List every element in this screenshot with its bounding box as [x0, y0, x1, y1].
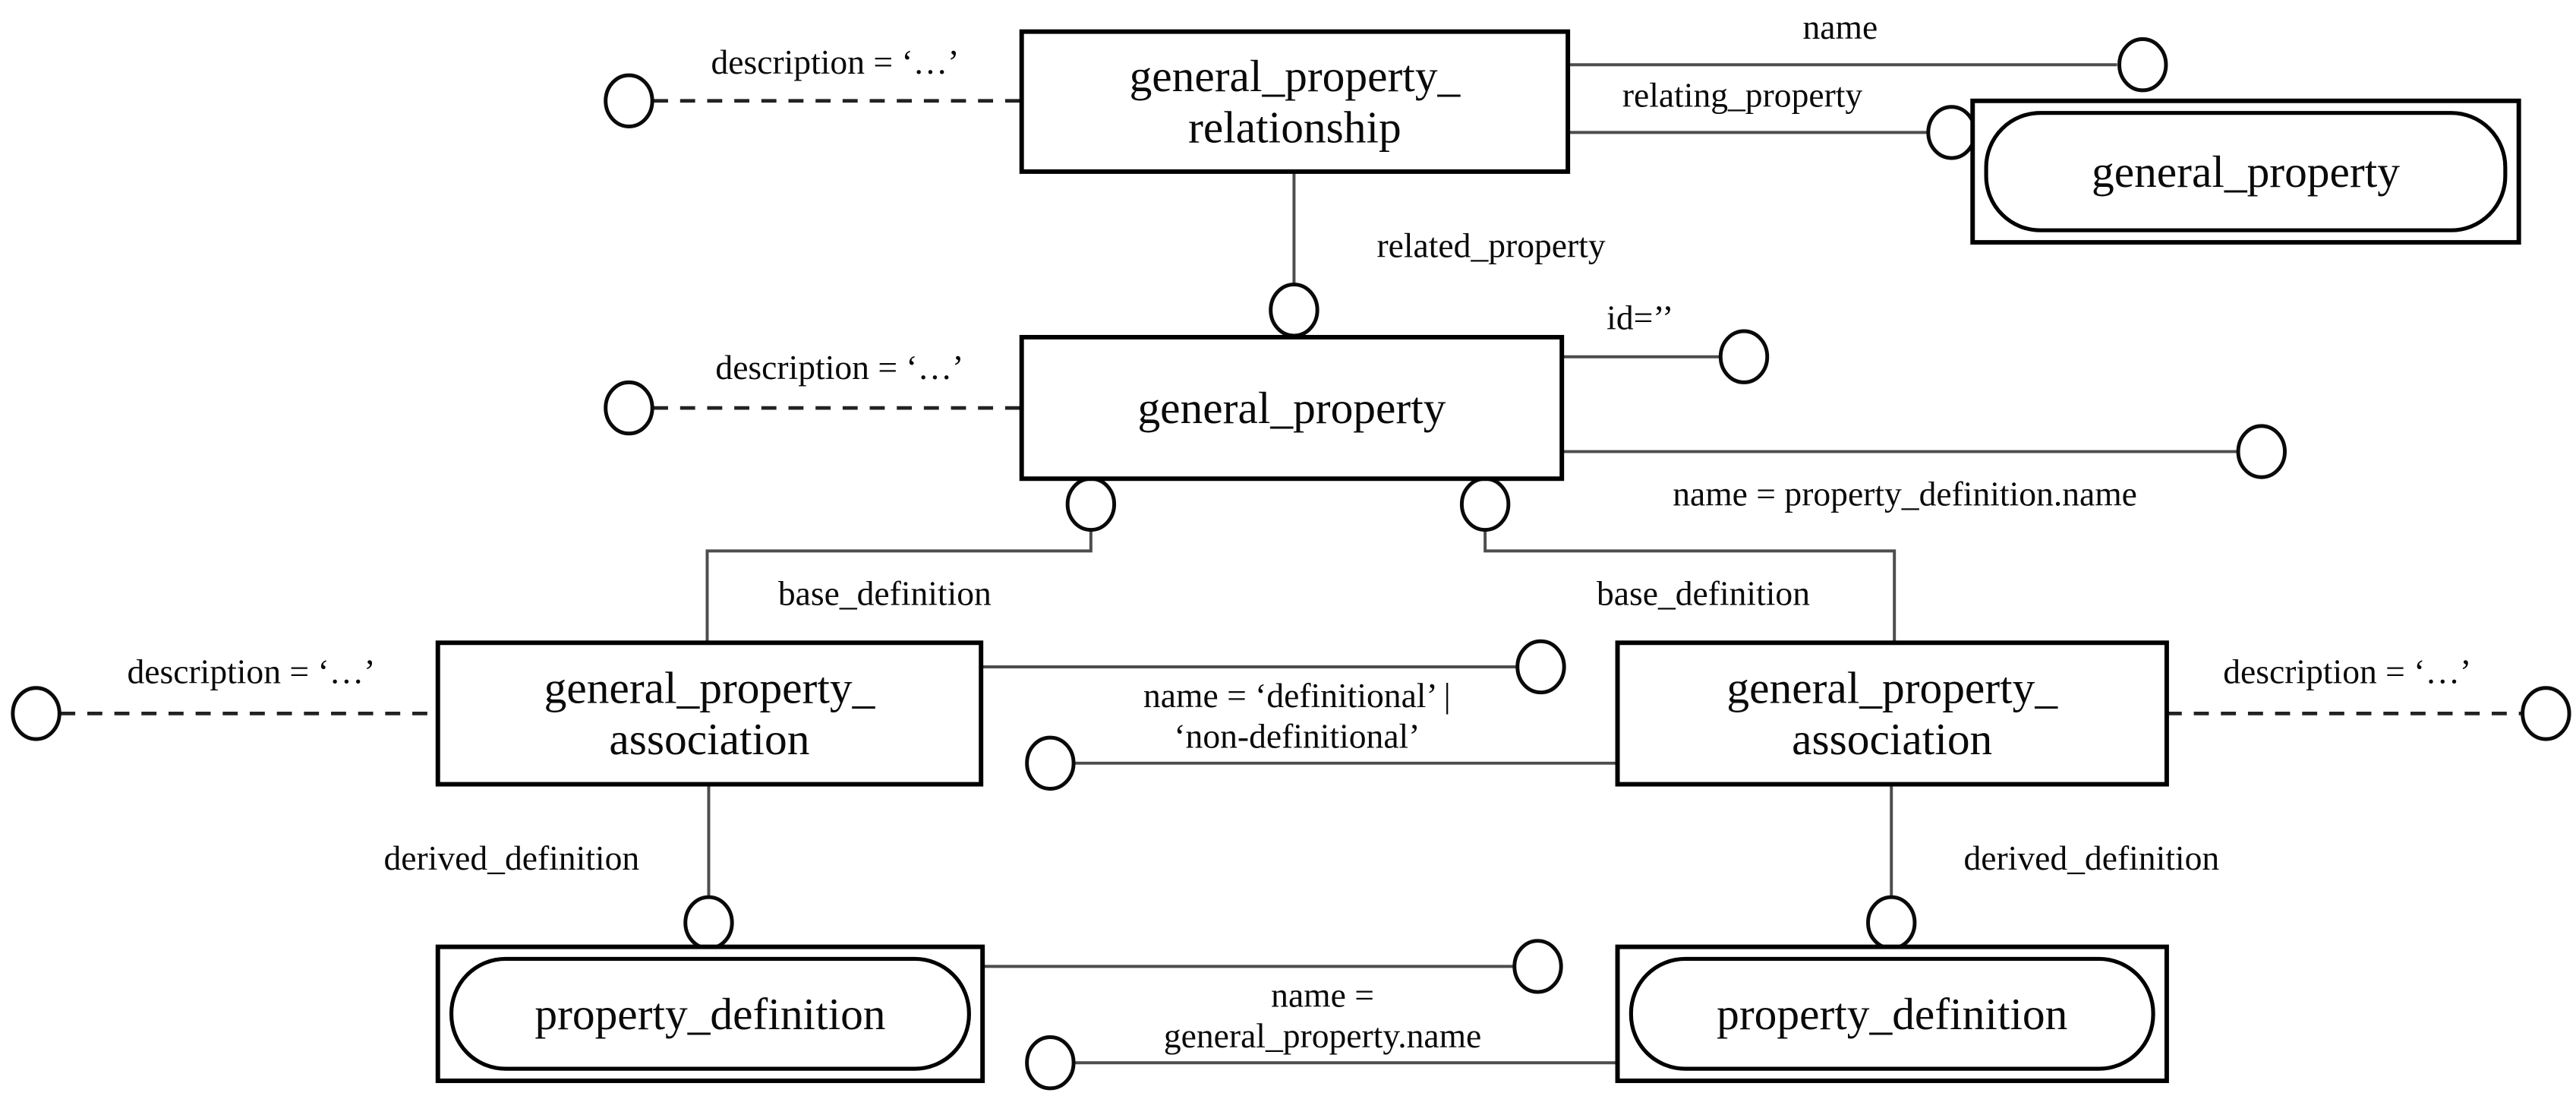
entity-general-property-association-right-label: association — [1792, 714, 1992, 764]
label-derived-definition-right: derived_definition — [1963, 839, 2219, 877]
edge-definitional-lower-circle — [1025, 735, 1076, 791]
label-description-general-property: description = ‘…’ — [715, 348, 963, 387]
entity-general-property-association-left-label: general_property_ — [544, 663, 876, 713]
edge-name-general-property-lower-circle — [1025, 1035, 1076, 1091]
entity-general-property-association-left-rect — [435, 640, 984, 787]
label-definitional-line2: ‘non-definitional’ — [1174, 717, 1420, 756]
label-name-general-property-line2: general_property.name — [1164, 1016, 1481, 1055]
ref-general-property-rect — [1970, 98, 2521, 245]
ref-property-definition-left-box: property_definition — [435, 944, 985, 1083]
entity-general-property-relationship-rect — [1019, 29, 1571, 174]
label-name: name — [1803, 8, 1878, 46]
edge-description-association-right — [2166, 686, 2571, 741]
edge-name-circle — [2117, 37, 2168, 93]
label-name-property-definition: name = property_definition.name — [1673, 475, 2137, 513]
edge-derived-definition-left — [683, 784, 734, 951]
label-base-definition-left: base_definition — [778, 573, 992, 612]
label-definitional-line1: name = ‘definitional’ | — [1143, 676, 1451, 715]
entity-general-property-association-left-label: association — [609, 714, 809, 764]
edge-derived-definition-right-circle — [1866, 895, 1917, 951]
edge-name-general-property-lower — [1025, 1035, 1618, 1091]
edge-relating-property — [1568, 105, 1977, 160]
edge-description-relationship — [604, 73, 1022, 128]
entity-general-property-association-right-box: general_property_association — [1615, 640, 2169, 787]
edge-definitional-upper — [981, 639, 1566, 695]
edge-name-general-property-upper — [982, 939, 1563, 994]
edge-description-general-property-circle — [604, 380, 654, 436]
edge-base-definition-left-line — [705, 529, 1093, 643]
entity-general-property-relationship-box: general_property_relationship — [1019, 29, 1571, 174]
entity-general-property-association-right-label: general_property_ — [1726, 663, 2058, 713]
label-relating-property: relating_property — [1622, 75, 1863, 114]
ref-general-property-box: general_property — [1970, 98, 2521, 245]
edge-base-definition-left-circle — [1065, 476, 1117, 532]
entity-general-property-label: general_property — [1137, 383, 1446, 433]
ref-property-definition-left-inner-rect — [449, 956, 971, 1071]
label-description-association-right: description = ‘…’ — [2223, 652, 2471, 690]
entity-general-property-relationship-label: relationship — [1188, 102, 1402, 152]
edge-description-association-left-circle — [11, 686, 61, 741]
entity-general-property-rect — [1019, 334, 1565, 482]
edge-relating-property-circle — [1926, 105, 1977, 160]
edge-base-definition-right-circle — [1459, 476, 1511, 532]
label-id: id=’’ — [1606, 298, 1673, 337]
ref-general-property-inner-rect — [1984, 111, 2508, 232]
label-description-association-left: description = ‘…’ — [128, 652, 376, 690]
entity-general-property-association-right-rect — [1615, 640, 2169, 787]
edge-base-definition-left — [705, 476, 1117, 643]
entity-general-property-relationship-label: general_property_ — [1130, 51, 1461, 101]
label-derived-definition-left: derived_definition — [384, 839, 640, 877]
edge-name-general-property-upper-circle — [1512, 939, 1563, 994]
edge-description-general-property — [604, 380, 1022, 436]
edge-derived-definition-right — [1866, 784, 1917, 951]
edge-description-relationship-circle — [604, 73, 654, 128]
edge-related-property-circle — [1269, 283, 1320, 338]
edge-derived-definition-left-circle — [683, 895, 734, 951]
ref-property-definition-right-rect — [1615, 944, 2169, 1083]
edge-name-property-definition — [1562, 424, 2287, 479]
entity-general-property-box: general_property — [1019, 334, 1565, 482]
ref-property-definition-left-label: property_definition — [534, 989, 885, 1039]
edge-description-association-right-circle — [2521, 686, 2571, 741]
ref-property-definition-right-label: property_definition — [1717, 989, 2067, 1039]
ref-property-definition-right-inner-rect — [1629, 956, 2155, 1071]
edge-name-property-definition-circle — [2236, 424, 2287, 479]
label-related-property: related_property — [1376, 226, 1605, 265]
entity-general-property-association-left-box: general_property_association — [435, 640, 984, 787]
label-description-relationship: description = ‘…’ — [711, 43, 959, 81]
label-name-general-property-line1: name = — [1271, 976, 1374, 1015]
edge-id — [1562, 329, 1770, 384]
ref-general-property-label: general_property — [2092, 147, 2400, 197]
label-base-definition-right: base_definition — [1597, 573, 1810, 612]
edge-id-circle — [1718, 329, 1770, 384]
ref-property-definition-left-rect — [435, 944, 985, 1083]
edge-description-association-left — [11, 686, 438, 741]
edge-definitional-lower — [1025, 735, 1618, 791]
edge-definitional-upper-circle — [1515, 639, 1566, 695]
edge-name — [1568, 37, 2168, 93]
edge-related-property — [1269, 171, 1320, 338]
edge-base-definition-right-line — [1483, 529, 1897, 643]
ref-property-definition-right-box: property_definition — [1615, 944, 2169, 1083]
